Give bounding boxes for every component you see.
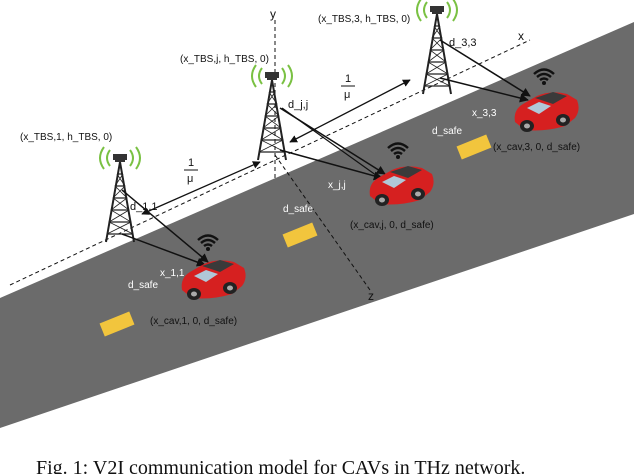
tower-j-label: (x_TBS,j, h_TBS, 0) bbox=[180, 54, 269, 65]
offset-3-label: x_3,3 bbox=[472, 108, 497, 119]
x-axis-label: x bbox=[518, 29, 524, 43]
tower-1-label: (x_TBS,1, h_TBS, 0) bbox=[20, 132, 112, 143]
offset-j-label: x_j,j bbox=[328, 180, 346, 191]
lane-mark bbox=[99, 311, 135, 337]
car-3-label: (x_cav,3, 0, d_safe) bbox=[493, 142, 580, 153]
lane-mark bbox=[282, 222, 318, 248]
y-axis-label: y bbox=[270, 7, 276, 21]
d-1-label: d_1,1 bbox=[130, 201, 158, 213]
figure-caption: Fig. 1: V2I communication model for CAVs… bbox=[36, 457, 525, 474]
spacing-arrow-1 bbox=[141, 161, 261, 215]
mu-fraction-1: 1 μ bbox=[184, 157, 198, 185]
d-j-label: d_j,j bbox=[288, 99, 308, 111]
link-1-d bbox=[121, 189, 209, 263]
svg-text:μ: μ bbox=[187, 173, 193, 185]
svg-text:1: 1 bbox=[188, 157, 194, 169]
mu-fraction-2: 1 μ bbox=[341, 73, 355, 101]
spacing-arrow-2 bbox=[289, 79, 411, 143]
offset-1-label: x_1,1 bbox=[160, 268, 185, 279]
link-j-to-car bbox=[279, 149, 383, 181]
safe-1-label: d_safe bbox=[128, 280, 158, 291]
svg-text:1: 1 bbox=[345, 73, 351, 85]
road bbox=[0, 22, 634, 428]
safe-3-label: d_safe bbox=[432, 126, 462, 137]
z-axis-label: z bbox=[368, 289, 374, 303]
link-1-to-car bbox=[121, 233, 206, 267]
link-3-d bbox=[439, 39, 531, 97]
lane-mark bbox=[456, 134, 492, 160]
safe-j-label: d_safe bbox=[283, 204, 313, 215]
d-3-label: d_3,3 bbox=[449, 37, 477, 49]
tower-3-label: (x_TBS,3, h_TBS, 0) bbox=[318, 14, 410, 25]
x-axis bbox=[9, 39, 531, 286]
svg-text:μ: μ bbox=[344, 89, 350, 101]
car-j-label: (x_cav,j, 0, d_safe) bbox=[350, 220, 434, 231]
tower-1 bbox=[99, 146, 141, 243]
car-1-label: (x_cav,1, 0, d_safe) bbox=[150, 316, 237, 327]
link-3-to-car bbox=[439, 77, 529, 103]
